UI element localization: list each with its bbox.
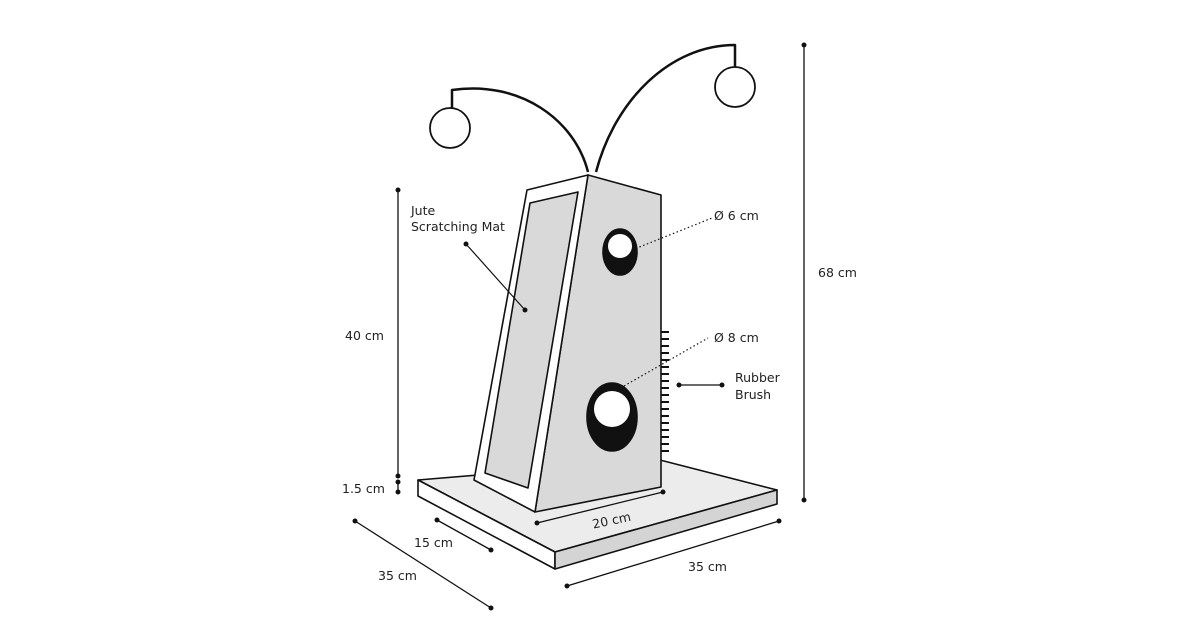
- jute-mat: [484, 191, 579, 489]
- label-total-height: 68 cm: [818, 265, 857, 280]
- label-brush-line2: Brush: [735, 387, 771, 402]
- dimension-lines: [354, 45, 805, 609]
- label-brush-line1: Rubber: [735, 370, 781, 385]
- label-mat-line2: Scratching Mat: [411, 219, 505, 234]
- leader-lines: [465, 217, 722, 387]
- label-hole-large: Ø 8 cm: [714, 330, 759, 345]
- label-base-depth: 35 cm: [378, 568, 417, 583]
- dimension-dots: [352, 42, 807, 611]
- label-tower-height: 40 cm: [345, 328, 384, 343]
- hanging-ball-left: [429, 107, 471, 149]
- scratching-tower: [473, 174, 669, 513]
- label-base-thickness: 1.5 cm: [342, 481, 385, 496]
- hanging-ball-right: [714, 66, 756, 108]
- label-mat-line1: Jute: [410, 203, 436, 218]
- label-hole-small: Ø 6 cm: [714, 208, 759, 223]
- label-base-width: 35 cm: [688, 559, 727, 574]
- label-tower-depth: 15 cm: [414, 535, 453, 550]
- toy-arms: [429, 43, 756, 173]
- rubber-brush: [661, 331, 669, 452]
